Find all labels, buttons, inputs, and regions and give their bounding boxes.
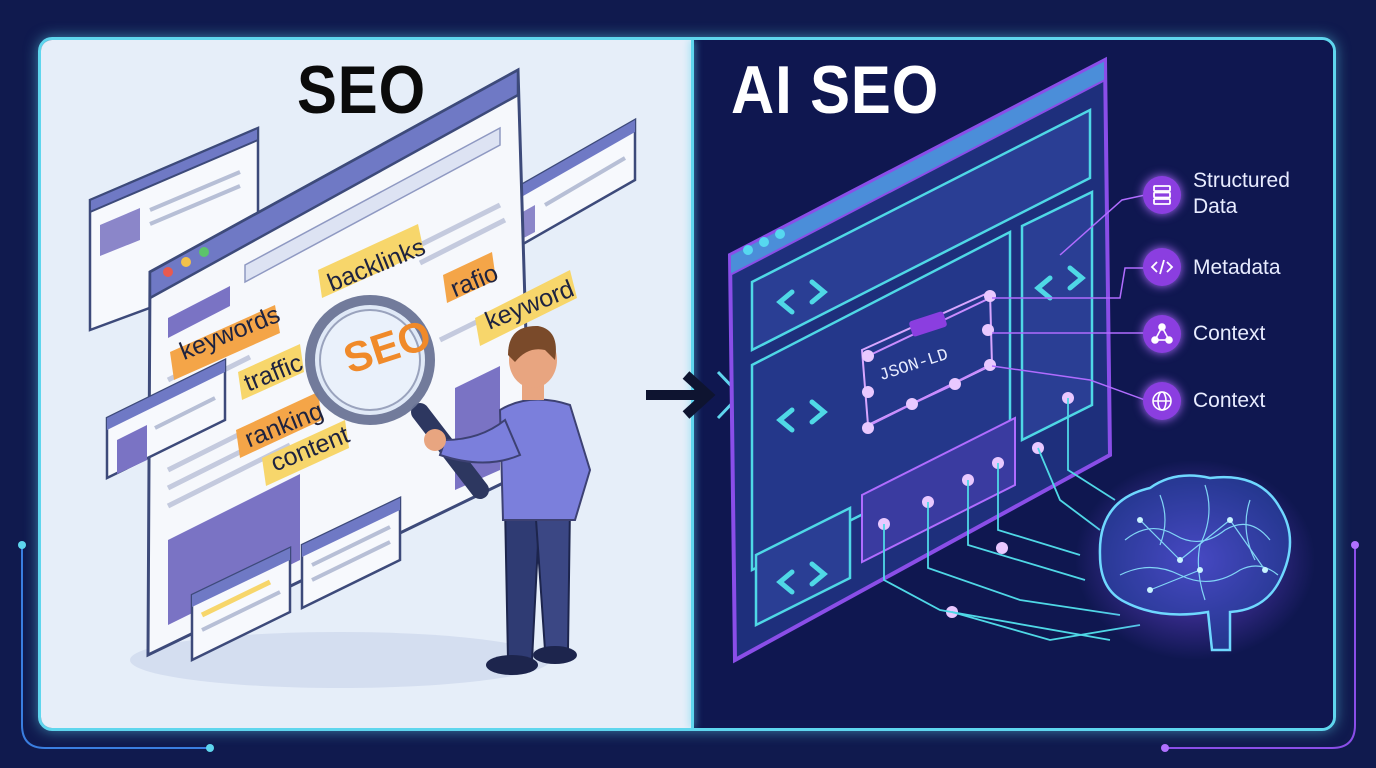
seo-title: SEO [297,52,427,128]
brain-icon [1075,460,1315,660]
feature-connectors [991,194,1146,401]
database-icon [1143,176,1181,214]
graph-nodes [862,290,1074,618]
feature-label-context: Context [1193,322,1266,345]
transition-arrow-icon [646,370,740,420]
schema-panel [727,56,1113,664]
floating-card-left [105,357,227,481]
feature-label-structured-data: Structured Data [1193,169,1290,218]
keyword-highlights [170,224,577,486]
floating-card-bottom [190,496,402,663]
code-icon [1143,248,1181,286]
code-tags [776,265,1086,595]
person-figure [424,325,592,675]
feature-label-metadata: Metadata [1193,256,1281,279]
network-icon [1143,315,1181,353]
globe-icon [1143,382,1181,420]
feature-label-context-2: Context [1193,389,1266,412]
ai-seo-title: AI SEO [731,52,940,128]
